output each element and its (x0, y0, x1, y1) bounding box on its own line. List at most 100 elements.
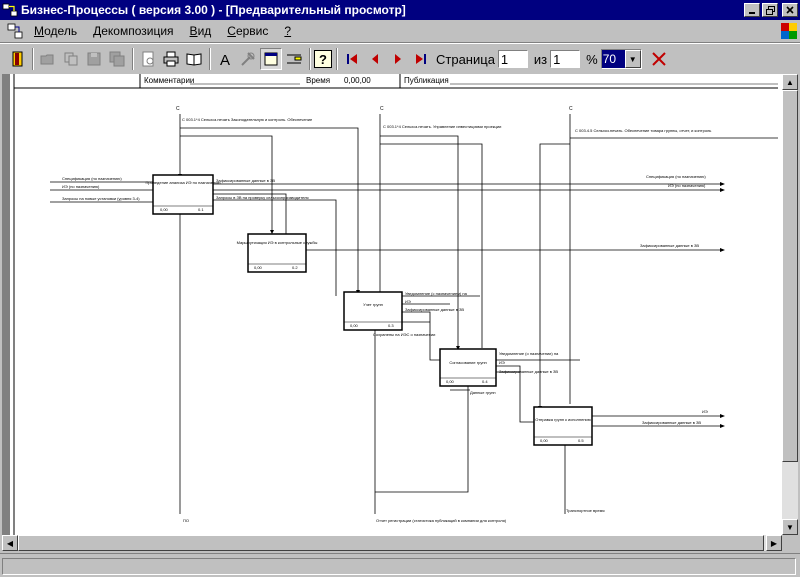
of-label: из (533, 51, 548, 67)
arrow-label: Запросы в ЗВ на проверку сельхозпроизвод… (216, 195, 309, 200)
scroll-right-button[interactable]: ▶ (766, 535, 782, 551)
book-icon (186, 53, 202, 66)
activity-box-cost: 0,00 (254, 265, 263, 270)
arrow-label: Уведомление (о назначении) на (499, 351, 559, 356)
close-preview-button[interactable] (648, 48, 670, 70)
exit-button[interactable] (6, 48, 28, 70)
toolbar-separator (32, 48, 34, 70)
menu-view-label: ид (197, 24, 212, 38)
zoom-select[interactable]: 70 ▼ (600, 49, 642, 69)
scroll-down-button[interactable]: ▼ (782, 519, 798, 535)
minimize-button[interactable] (744, 3, 760, 17)
book-button[interactable] (183, 48, 205, 70)
control-c-left: С (176, 106, 180, 112)
header-comment-label: Комментарии (144, 76, 194, 85)
horizontal-scrollbar[interactable]: ◀ ▶ (2, 535, 782, 551)
help-question-icon: ? (319, 52, 327, 66)
status-bar (0, 553, 800, 577)
font-button[interactable]: A (214, 48, 236, 70)
open-button[interactable] (37, 48, 59, 70)
tools-button[interactable] (237, 48, 259, 70)
minimize-icon (749, 12, 755, 14)
control-c-mid: С (380, 106, 384, 112)
mechanism-label: ПО (183, 518, 189, 523)
output-arrow-label: Зафиксированные данные в ЗВ (640, 243, 699, 248)
status-panel (2, 558, 796, 575)
colorful-app-icon[interactable] (780, 22, 798, 40)
activity-box-cost: 0,00 (446, 379, 455, 384)
page-view-toggle[interactable] (260, 48, 282, 70)
arrow-label: Данные групп (470, 390, 496, 395)
layout-button[interactable] (283, 48, 305, 70)
title-bar: Бизнес-Процессы ( версия 3.00 ) - [Предв… (0, 0, 800, 20)
page-label: Страница (436, 51, 495, 67)
header-publication-label: Публикация (404, 76, 449, 85)
close-icon (786, 6, 794, 14)
printer-icon (163, 51, 179, 67)
menu-help[interactable]: ? (276, 24, 299, 38)
menu-decomposition[interactable]: Декомпозиция (85, 24, 181, 38)
page-view-icon (264, 52, 278, 66)
activity-box[interactable]: Проведение анализа ИЭ по назначению 0,00… (146, 174, 221, 215)
menu-view[interactable]: Вид (182, 24, 220, 38)
preview-page: Комментарии Время 0,00,00 Публикация С С… (10, 74, 782, 535)
prev-page-icon (372, 54, 378, 64)
activity-box-title: Согласование групп (449, 360, 486, 365)
scroll-up-button[interactable]: ▲ (782, 74, 798, 90)
horizontal-scroll-thumb[interactable] (18, 535, 764, 551)
activity-box[interactable]: Маршрутизация ИЭ в контрольные службы 0,… (237, 233, 318, 273)
arrow-label: Зафиксированные данные в ЗВ (499, 369, 558, 374)
output-arrow-label: ИЭ (702, 409, 708, 414)
copy-button[interactable] (60, 48, 82, 70)
close-button[interactable] (782, 3, 798, 17)
percent-label: % (586, 51, 598, 67)
toolbar-separator (336, 48, 338, 70)
print-button[interactable] (160, 48, 182, 70)
next-page-button[interactable] (387, 48, 409, 70)
app-icon (2, 3, 18, 17)
preview-page-icon (142, 51, 154, 67)
document-icon[interactable] (6, 22, 24, 40)
vertical-scrollbar[interactable]: ▲ ▼ (782, 74, 798, 535)
tools-icon (241, 52, 255, 66)
menu-service[interactable]: Сервис (219, 24, 276, 38)
save-disk-icon (87, 52, 101, 66)
chevron-down-icon[interactable]: ▼ (624, 50, 641, 68)
menu-model[interactable]: Модель (26, 24, 85, 38)
prev-page-button[interactable] (364, 48, 386, 70)
save-button[interactable] (83, 48, 105, 70)
activity-box[interactable]: Отправка групп к исполнению 0,00 0.5 (533, 406, 593, 446)
control-arrow-label: С 003.4.5 Сельхоз.печать. Обеспечение то… (575, 128, 711, 133)
save-all-button[interactable] (106, 48, 128, 70)
preview-area[interactable]: Комментарии Время 0,00,00 Публикация С С… (2, 74, 782, 535)
close-x-icon (652, 52, 666, 66)
menu-decomposition-hotkey: Д (93, 24, 102, 38)
activity-box-number: 0.5 (578, 438, 584, 443)
last-page-button[interactable] (410, 48, 432, 70)
header-time-value: 0,00,00 (344, 76, 371, 85)
arrowheads (153, 174, 725, 428)
down-arrow-icon: ▼ (786, 522, 794, 532)
window-title: Бизнес-Процессы ( версия 3.00 ) - [Предв… (21, 3, 406, 17)
output-arrow-label: ИЭ (по назначению) (668, 183, 706, 188)
activity-box-number: 0.1 (198, 207, 204, 212)
last-page-icon (416, 54, 426, 64)
control-c-right: С (569, 106, 573, 112)
toolbar-separator (209, 48, 211, 70)
menu-decomposition-label: екомпозиция (101, 24, 174, 38)
left-arrow-icon: ◀ (6, 538, 14, 548)
menu-model-hotkey: М (34, 24, 45, 38)
activity-box[interactable]: Согласование групп 0,00 0.4 (439, 348, 497, 387)
page-number-input[interactable]: 1 (497, 50, 528, 68)
vertical-scroll-thumb[interactable] (782, 90, 798, 462)
preview-button[interactable] (137, 48, 159, 70)
control-arrow-label: С 003.1*4 Сельхоз.печать. Управление инв… (383, 124, 501, 129)
scroll-left-button[interactable]: ◀ (2, 535, 18, 551)
help-button[interactable]: ? (314, 50, 332, 68)
control-arrow-label: С 003.1*4 Сельхоз.печать Законодательную… (182, 117, 313, 122)
activity-box[interactable]: Учет групп 0,00 0.3 (343, 291, 403, 331)
arrow-label: ИЭ (499, 360, 505, 365)
first-page-button[interactable] (341, 48, 363, 70)
input-arrow-label: ИЭ (по назначению) (62, 184, 100, 189)
restore-button[interactable] (762, 3, 778, 17)
